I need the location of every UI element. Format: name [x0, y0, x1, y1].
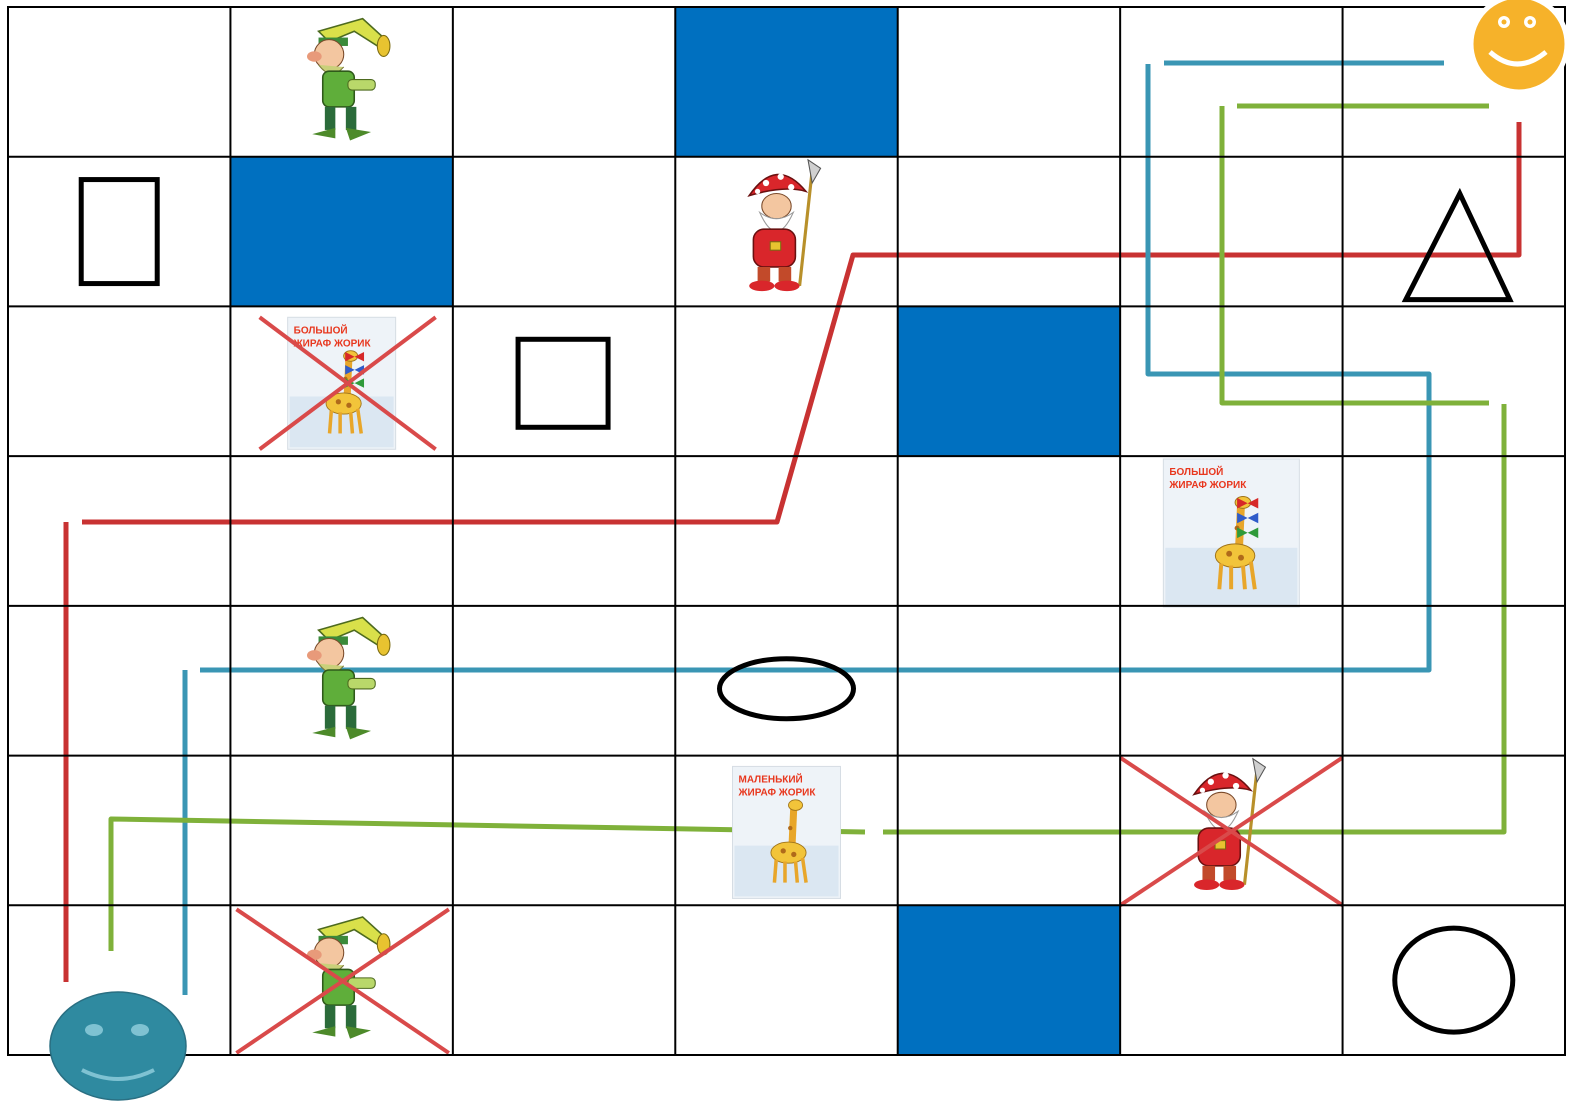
blocked-cell	[898, 306, 1120, 456]
gnome-icon	[307, 19, 390, 141]
gnome-icon	[307, 618, 390, 740]
green-gnome-piece[interactable]	[236, 909, 448, 1053]
rectangle-shape-icon	[81, 180, 157, 284]
start-player-token[interactable]	[50, 992, 186, 1100]
card-subtitle-line: ЖИРАФ ЖОРИК	[738, 787, 817, 798]
green-gnome-piece[interactable]	[307, 19, 390, 141]
gnome-icon	[1194, 759, 1265, 890]
card-title-line: МАЛЕНЬКИЙ	[739, 772, 803, 785]
card-title-line: БОЛЬШОЙ	[294, 323, 348, 336]
gnome-icon	[749, 160, 820, 291]
finish-target-token[interactable]	[1471, 0, 1567, 92]
green-gnome-piece[interactable]	[307, 618, 390, 740]
blocked-cell	[675, 7, 897, 157]
square-shape-icon	[518, 339, 608, 427]
smiley-face-icon	[50, 992, 186, 1100]
triangle-shape-icon	[1406, 194, 1510, 300]
blocked-cell	[898, 905, 1120, 1055]
smiley-face-icon	[1471, 0, 1567, 92]
card-title-line: БОЛЬШОЙ	[1169, 465, 1223, 478]
card-subtitle-line: ЖИРАФ ЖОРИК	[1168, 480, 1247, 491]
red-gnome-piece[interactable]	[749, 160, 820, 291]
blocked-cell	[230, 157, 452, 307]
giraffe-card-piece[interactable]: МАЛЕНЬКИЙ ЖИРАФ ЖОРИК	[733, 766, 841, 898]
card-subtitle-line: ЖИРАФ ЖОРИК	[293, 338, 372, 349]
circle-shape-icon	[1395, 928, 1513, 1032]
giraffe-card-piece[interactable]: БОЛЬШОЙ ЖИРАФ ЖОРИК	[1163, 459, 1299, 607]
giraffe-card-piece[interactable]: БОЛЬШОЙ ЖИРАФ ЖОРИК	[260, 317, 436, 449]
